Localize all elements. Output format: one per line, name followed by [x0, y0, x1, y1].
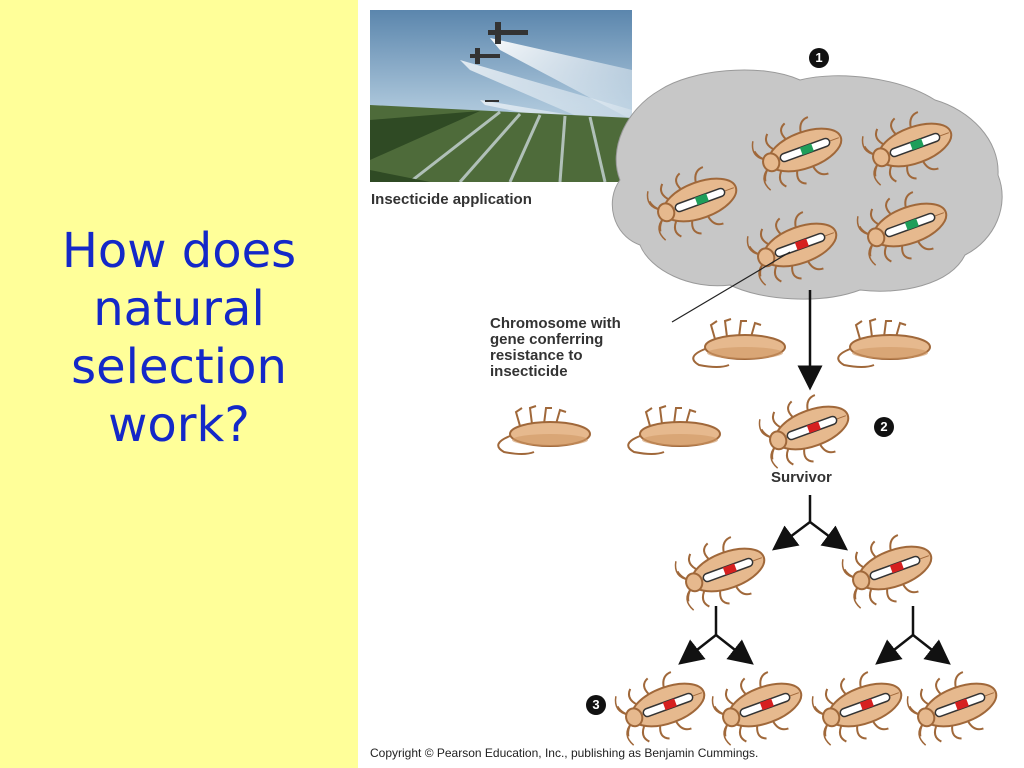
insecticide-photo	[370, 10, 632, 182]
arrow-icon	[678, 606, 951, 665]
dead-beetle-icon	[627, 405, 721, 455]
beetle-icon	[837, 523, 943, 616]
photo-caption: Insecticide application	[371, 191, 532, 208]
step-badge-2: 2	[874, 417, 894, 437]
copyright-notice: Copyright © Pearson Education, Inc., pub…	[370, 746, 759, 760]
title-line-3: selection	[71, 339, 287, 395]
arrow-icon	[772, 495, 848, 551]
beetle-icon	[670, 525, 776, 618]
slide-title: How does natural selection work?	[10, 222, 348, 454]
beetle-icon	[902, 660, 1008, 753]
chromosome-label: Chromosome with gene conferring resistan…	[490, 316, 670, 380]
survivor-label: Survivor	[771, 469, 832, 486]
beetle-icon	[707, 660, 813, 753]
dead-beetle-icon	[497, 405, 591, 455]
step-badge-3: 3	[586, 695, 606, 715]
chromosome-pointer-line	[671, 251, 791, 323]
title-line-1: How does	[61, 223, 297, 279]
beetle-icon	[807, 660, 913, 753]
left-panel: How does natural selection work?	[0, 0, 358, 768]
step-badge-1: 1	[809, 48, 829, 68]
title-line-2: natural	[93, 281, 265, 337]
title-line-4: work?	[108, 397, 250, 453]
chromosome-label-line-2: gene conferring	[490, 331, 604, 348]
crop-duster-plane-photo-icon	[370, 10, 632, 182]
chromosome-label-line-4: insecticide	[490, 363, 568, 380]
dead-beetle-icon	[837, 318, 931, 368]
insecticide-cloud	[611, 69, 1003, 300]
beetle-icon	[610, 660, 716, 753]
survivor-beetle-icon	[754, 383, 860, 476]
dead-beetle-icon	[692, 318, 786, 368]
chromosome-label-line-1: Chromosome with	[490, 315, 621, 332]
chromosome-label-line-3: resistance to	[490, 347, 583, 364]
